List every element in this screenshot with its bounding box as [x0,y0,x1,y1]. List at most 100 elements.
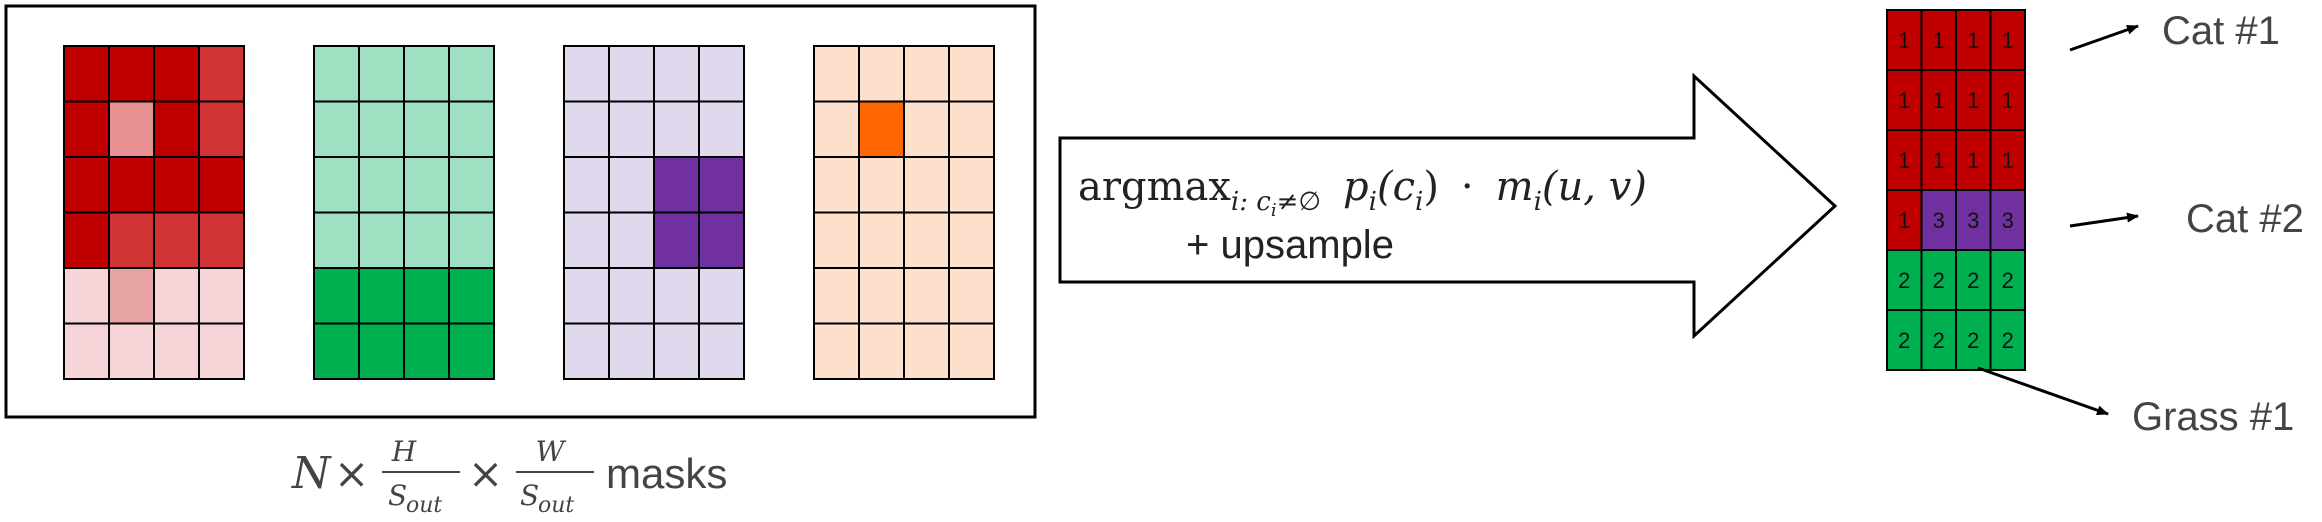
caption-times-2: × [468,449,503,498]
label-cat1: Cat #1 [2162,9,2280,53]
mask-cell [653,100,700,158]
mask-cell [108,211,155,269]
mask-cell [198,267,245,325]
result-cell-label: 1 [1967,88,1979,113]
mask-cell [403,45,450,103]
formula-p-arg-sub: i [1415,187,1423,217]
mask-cell [698,156,745,214]
mask-cell [608,322,655,380]
arrow-formula: argmaxi: ci≠∅pi(ci)·mi(u, v) + upsample [1078,164,1647,267]
label-grass1: Grass #1 [2132,395,2294,439]
mask-grid-3 [563,45,745,380]
caption-s-2: S [520,479,539,512]
mask-cell [608,45,655,103]
mask-cell [403,211,450,269]
mask-cell [563,156,610,214]
result-cell-label: 1 [1933,148,1945,173]
result-cell-label: 2 [1898,268,1910,293]
mask-grid-2 [313,45,495,380]
formula-argmax-sub-rest: ≠∅ [1277,187,1321,217]
cat1-arrow [2069,24,2139,52]
mask-cell [858,45,905,103]
mask-cell [903,267,950,325]
result-cell-label: 1 [1898,28,1910,53]
formula-m: m [1496,164,1534,210]
mask-cell [198,156,245,214]
mask-cell [563,211,610,269]
result-cell-label: 2 [1967,268,1979,293]
svg-text:argmaxi: ci≠∅pi(ci)·mi(u, v): argmaxi: ci≠∅pi(ci)·mi(u, v) [1078,164,1647,221]
mask-cell [358,156,405,214]
mask-cell [608,267,655,325]
mask-cell [903,156,950,214]
caption-h: H [391,435,417,468]
mask-cell [813,100,860,158]
mask-cell [358,45,405,103]
mask-cell [358,322,405,380]
mask-cell [63,322,110,380]
result-cell-label: 1 [2002,28,2014,53]
mask-cell [313,100,360,158]
mask-cell [858,156,905,214]
mask-cell [813,211,860,269]
result-labels: Cat #1 Cat #2 Grass #1 [2132,9,2304,439]
mask-cell [948,156,995,214]
mask-cell [313,322,360,380]
result-cell-label: 1 [1933,88,1945,113]
mask-cell [448,211,495,269]
formula-argmax-sub-i: i [1271,200,1277,221]
mask-cell [653,322,700,380]
mask-cell [63,100,110,158]
result-cell-label: 3 [2002,208,2014,233]
formula-argmax-sub: i: c [1231,187,1271,217]
mask-cell [813,322,860,380]
mask-cell [948,267,995,325]
mask-cell [448,267,495,325]
caption-w: W [536,435,567,468]
mask-cell [448,45,495,103]
mask-cell [608,156,655,214]
mask-cell [948,322,995,380]
mask-cell [153,211,200,269]
label-cat2: Cat #2 [2186,197,2304,241]
mask-cell [153,322,200,380]
result-cell-label: 1 [2002,88,2014,113]
mask-cell [948,45,995,103]
result-cell-label: 1 [1967,148,1979,173]
mask-cell [448,322,495,380]
mask-grids [63,45,995,380]
result-cell [1886,69,1923,131]
result-cell-label: 1 [2002,148,2014,173]
mask-cell [903,45,950,103]
caption-n: N [291,448,332,499]
result-cell-label: 3 [1967,208,1979,233]
formula-line2: + upsample [1186,223,1394,267]
mask-cell [563,267,610,325]
result-cell [1920,249,1957,311]
result-cell [1920,309,1957,371]
result-cell [1989,309,2026,371]
result-cell-label: 1 [1898,88,1910,113]
result-cell [1886,249,1923,311]
mask-cell [198,45,245,103]
mask-cell [903,100,950,158]
mask-cell [653,267,700,325]
result-cell-label: 1 [1898,208,1910,233]
result-cell-label: 1 [1933,28,1945,53]
mask-cell [698,322,745,380]
mask-grid-1 [63,45,245,380]
mask-cell [813,267,860,325]
mask-cell [313,45,360,103]
result-cell-label: 1 [1898,148,1910,173]
mask-cell [108,156,155,214]
mask-cell [563,322,610,380]
mask-cell [108,100,155,158]
mask-cell [813,156,860,214]
mask-cell [358,267,405,325]
mask-grid-4 [813,45,995,380]
mask-cell [563,45,610,103]
result-cell [1955,249,1992,311]
mask-cell [948,211,995,269]
mask-cell [448,156,495,214]
